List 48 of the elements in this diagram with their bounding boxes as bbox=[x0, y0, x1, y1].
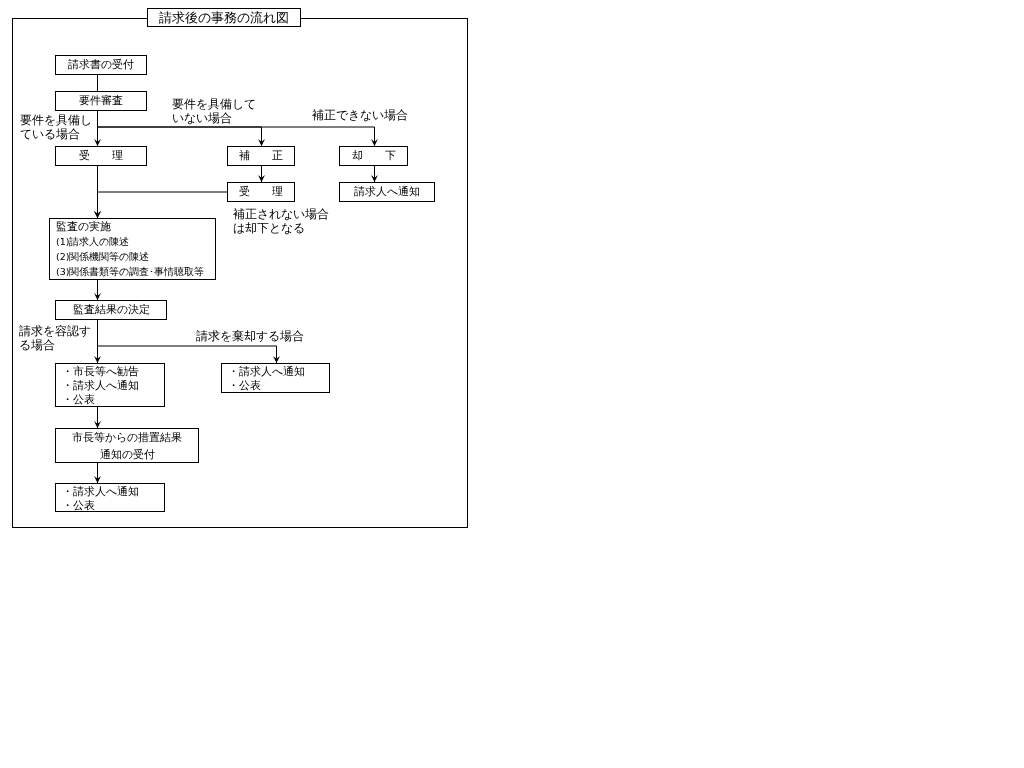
process-box bbox=[55, 483, 165, 512]
process-box bbox=[55, 91, 147, 111]
arrow bbox=[258, 165, 265, 183]
process-box bbox=[339, 146, 408, 166]
arrow bbox=[94, 462, 101, 484]
box-text: 要件審査 bbox=[79, 94, 123, 108]
list-item: ・市長等へ勧告 bbox=[62, 365, 140, 379]
process-box bbox=[55, 428, 199, 463]
list-item: (3)関係書類等の調査･事情聴取等 bbox=[56, 265, 206, 279]
process-box bbox=[55, 300, 167, 320]
arrow bbox=[94, 279, 101, 301]
diagram-title: 請求後の事務の流れ図 bbox=[147, 8, 301, 27]
edge-label: 請求を棄却する場合 bbox=[196, 329, 304, 343]
arrow bbox=[94, 191, 228, 219]
process-box bbox=[227, 146, 295, 166]
list-item: (2)関係機関等の陳述 bbox=[56, 250, 151, 264]
process-box bbox=[227, 182, 295, 202]
box-text: 市長等からの措置結果通知の受付 bbox=[71, 429, 183, 463]
box-text: 却 下 bbox=[351, 149, 396, 163]
box-text: 受 理 bbox=[239, 185, 283, 199]
edge-label: 要件を具備していない場合 bbox=[172, 97, 257, 125]
process-box bbox=[55, 363, 165, 407]
edge-label: 要件を具備している場合 bbox=[20, 113, 93, 141]
process-box bbox=[339, 182, 435, 202]
arrow bbox=[97, 110, 378, 147]
process-box bbox=[49, 218, 216, 280]
box-text: 請求人へ通知 bbox=[354, 185, 420, 199]
box-text: 請求書の受付 bbox=[68, 58, 134, 72]
list-item: ・公表 bbox=[62, 499, 96, 513]
process-box bbox=[55, 146, 147, 166]
list-item: (1)請求人の陳述 bbox=[56, 235, 131, 249]
edge-label: 請求を容認する場合 bbox=[19, 324, 92, 352]
edge-label: 補正できない場合 bbox=[312, 108, 408, 122]
process-box bbox=[221, 363, 330, 393]
list-item: ・公表 bbox=[62, 393, 96, 407]
box-text: 受 理 bbox=[79, 149, 123, 163]
note-text: 補正されない場合は却下となる bbox=[233, 207, 330, 235]
box-heading: 監査の実施 bbox=[56, 220, 112, 234]
arrow bbox=[371, 165, 378, 183]
list-item: ・請求人へ通知 bbox=[228, 365, 306, 379]
list-item: ・請求人へ通知 bbox=[62, 379, 140, 393]
list-item: ・請求人へ通知 bbox=[62, 485, 140, 499]
box-text: 補 正 bbox=[239, 149, 283, 163]
list-item: ・公表 bbox=[228, 379, 262, 393]
box-text: 監査結果の決定 bbox=[72, 303, 150, 317]
connector-line bbox=[97, 74, 98, 92]
process-box bbox=[55, 55, 147, 75]
arrow bbox=[94, 406, 101, 429]
